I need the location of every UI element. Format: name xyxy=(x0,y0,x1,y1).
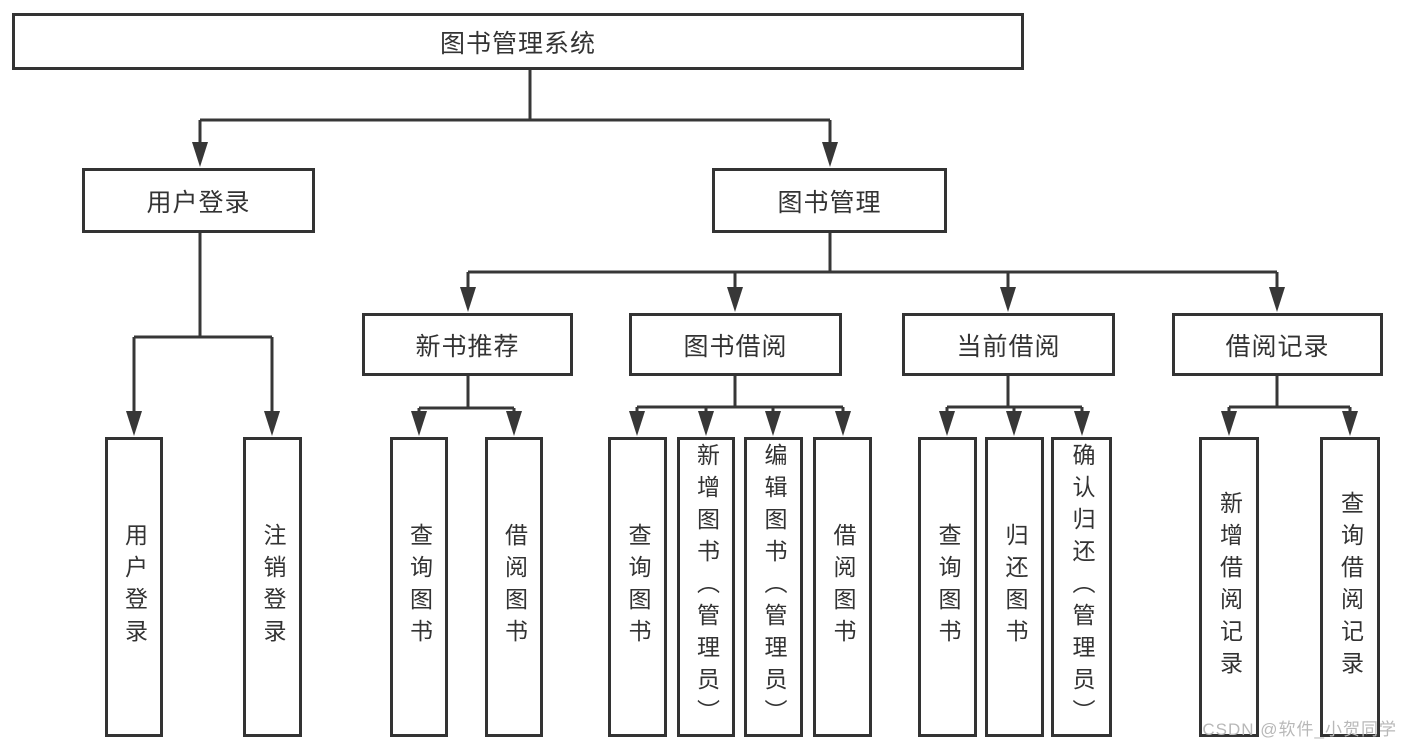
node-leaf-bw-add-books-admin: 新增图书（管理员） xyxy=(677,437,735,737)
node-new-book-recommend: 新书推荐 xyxy=(362,313,573,376)
node-leaf-cu-query-books-label: 查询图书 xyxy=(935,523,961,651)
node-leaf-bw-query-books: 查询图书 xyxy=(608,437,667,737)
arrowheads xyxy=(126,142,1358,436)
node-leaf-rc-query-record: 查询借阅记录 xyxy=(1320,437,1380,737)
node-leaf-rc-query-record-label: 查询借阅记录 xyxy=(1337,491,1364,683)
node-user-login-label: 用户登录 xyxy=(146,188,251,217)
node-book-borrowing: 图书借阅 xyxy=(629,313,842,376)
node-current-borrowing: 当前借阅 xyxy=(902,313,1115,376)
csdn-watermark: CSDN @软件_小贺同学 xyxy=(1202,720,1397,739)
node-leaf-cu-return-books-label: 归还图书 xyxy=(1002,523,1028,651)
node-leaf-nb-borrow-books: 借阅图书 xyxy=(485,437,543,737)
node-leaf-cu-query-books: 查询图书 xyxy=(918,437,977,737)
node-leaf-user-login: 用户登录 xyxy=(105,437,163,737)
node-leaf-cu-confirm-return-admin-label: 确认归还（管理员） xyxy=(1069,443,1095,731)
node-leaf-nb-borrow-books-label: 借阅图书 xyxy=(501,523,528,651)
node-leaf-rc-add-record-label: 新增借阅记录 xyxy=(1216,491,1243,683)
node-leaf-bw-edit-books-admin-label: 编辑图书（管理员） xyxy=(761,443,787,731)
node-current-borrowing-label: 当前借阅 xyxy=(956,332,1061,361)
node-leaf-logout-label: 注销登录 xyxy=(260,523,286,651)
node-borrowing-records: 借阅记录 xyxy=(1172,313,1383,376)
node-leaf-bw-borrow-books-label: 借阅图书 xyxy=(830,523,856,651)
node-user-login: 用户登录 xyxy=(82,168,315,233)
node-leaf-bw-edit-books-admin: 编辑图书（管理员） xyxy=(744,437,803,737)
node-leaf-nb-query-books: 查询图书 xyxy=(390,437,448,737)
node-leaf-cu-return-books: 归还图书 xyxy=(985,437,1044,737)
node-leaf-bw-add-books-admin-label: 新增图书（管理员） xyxy=(693,443,720,731)
node-borrowing-records-label: 借阅记录 xyxy=(1225,332,1330,361)
node-leaf-bw-query-books-label: 查询图书 xyxy=(625,523,651,651)
node-leaf-user-login-label: 用户登录 xyxy=(121,523,148,651)
node-book-borrowing-label: 图书借阅 xyxy=(683,332,788,361)
node-new-book-recommend-label: 新书推荐 xyxy=(415,332,520,361)
node-root-label: 图书管理系统 xyxy=(439,29,596,58)
node-leaf-rc-add-record: 新增借阅记录 xyxy=(1199,437,1259,737)
node-book-management: 图书管理 xyxy=(712,168,947,233)
node-leaf-bw-borrow-books: 借阅图书 xyxy=(813,437,872,737)
node-root: 图书管理系统 xyxy=(12,13,1024,70)
node-leaf-logout: 注销登录 xyxy=(243,437,302,737)
node-leaf-cu-confirm-return-admin: 确认归还（管理员） xyxy=(1051,437,1112,737)
node-book-management-label: 图书管理 xyxy=(777,188,882,217)
node-leaf-nb-query-books-label: 查询图书 xyxy=(406,523,433,651)
